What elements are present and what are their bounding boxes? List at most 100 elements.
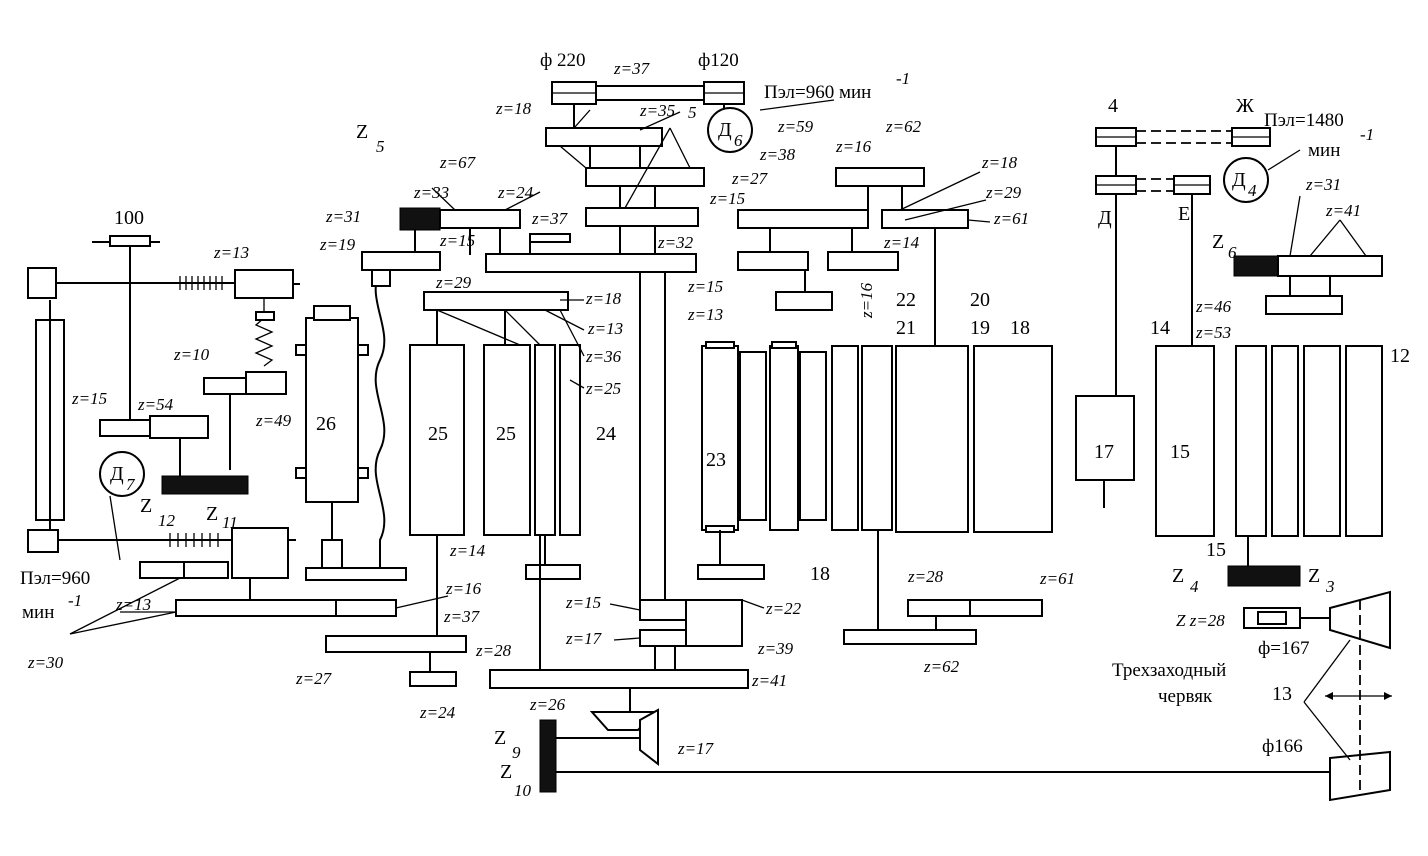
column-15 <box>1155 345 1215 537</box>
gear-z39: z=39 <box>757 639 794 658</box>
gear-z13-a: z=13 <box>587 319 623 338</box>
z12-sub: 12 <box>158 511 176 530</box>
gear-z15-c: z=15 <box>687 277 723 296</box>
gear-z41-bot: z=41 <box>751 671 787 690</box>
speed-960-left: Пэл=960 <box>20 568 90 589</box>
gear-z17-bot: z=17 <box>565 629 603 648</box>
z11-sub: 11 <box>222 513 238 532</box>
gear-z28-right: z=28 <box>907 567 944 586</box>
label-phi-220: ф 220 <box>540 50 586 71</box>
gear-z24-bot: z=24 <box>419 703 456 722</box>
gear-z31-b: z=31 <box>1305 175 1341 194</box>
speed-960-left-exp: -1 <box>68 591 82 610</box>
leader-lines <box>109 99 1367 761</box>
motor-d4-letter: Д <box>1232 169 1246 191</box>
gear-z29-b: z=29 <box>985 183 1022 202</box>
label-phi-120: ф120 <box>698 50 739 71</box>
z10-sub: 10 <box>514 781 532 800</box>
motor-d7-letter: Д <box>110 463 124 485</box>
gear-z59: z=59 <box>777 117 814 136</box>
gear-z29-a: z=29 <box>435 273 472 292</box>
gear-z19: z=19 <box>319 235 356 254</box>
speed-1480-unit: мин <box>1308 140 1340 161</box>
gear-z61-bot: z=61 <box>1039 569 1075 588</box>
gear-z22: z=22 <box>765 599 802 618</box>
column-24-b <box>559 344 581 536</box>
num-22: 22 <box>896 289 916 311</box>
column-21-a <box>799 351 827 521</box>
z6-sub: 6 <box>1228 243 1237 262</box>
gear-z54: z=54 <box>137 395 174 414</box>
top-nut <box>234 269 294 299</box>
cylinder-26 <box>295 305 407 581</box>
spring <box>254 298 274 367</box>
gear-z38: z=38 <box>759 145 796 164</box>
num-15-low: 15 <box>1206 539 1226 561</box>
num-15-col: 15 <box>1170 441 1190 463</box>
column-17 <box>1075 395 1135 481</box>
z5-sub: 5 <box>376 137 385 156</box>
speed-960-left-unit: мин <box>22 602 54 623</box>
speed-1480: Пэл=1480 <box>1264 110 1344 131</box>
motor-d4-sub: 4 <box>1248 181 1257 200</box>
left-mechanism <box>27 235 397 635</box>
zz28-label: Z z=28 <box>1176 611 1225 630</box>
num-23: 23 <box>706 449 726 471</box>
middle-left-shafts <box>325 233 697 687</box>
num-24: 24 <box>596 423 616 445</box>
z11-housing <box>231 527 289 579</box>
black-gear-left <box>161 475 249 495</box>
column-22-b <box>769 345 799 531</box>
gear-z15-b: z=15 <box>709 189 745 208</box>
label-phi-167: ф=167 <box>1258 638 1310 659</box>
motor-d6-sub: 6 <box>734 131 743 150</box>
column-14-a <box>1235 345 1267 537</box>
gear-z18-right: z=18 <box>981 153 1018 172</box>
gear-z49: z=49 <box>255 411 292 430</box>
z9-label: Z <box>494 727 506 749</box>
gear-z17-bevel: z=17 <box>677 739 715 758</box>
right-center-gearbox <box>697 167 1053 645</box>
gear-z25: z=25 <box>585 379 621 398</box>
top-screw <box>179 276 223 290</box>
gear-z13-left: z=13 <box>115 595 151 614</box>
z9-z10-black <box>539 719 557 793</box>
gear-z33: z=33 <box>413 183 449 202</box>
num-21: 21 <box>896 317 916 339</box>
column-25-b <box>483 344 531 536</box>
gear-z62-bot: z=62 <box>923 657 960 676</box>
column-25-a <box>409 344 465 536</box>
gear-z14-b: z=14 <box>449 541 486 560</box>
num-18: 18 <box>1010 317 1030 339</box>
speed-960-top-exp: -1 <box>896 69 910 88</box>
z4-label: Z <box>1172 565 1184 587</box>
num-D: Д <box>1098 207 1112 229</box>
gear-z18-b: z=18 <box>585 289 622 308</box>
column-14-b <box>1271 345 1299 537</box>
top-belt-drive <box>545 81 753 600</box>
gear-z31-a: z=31 <box>325 207 361 226</box>
worm-line-1: Трехзаходный <box>1112 660 1226 681</box>
middle-bottom-gears <box>489 535 1330 793</box>
motor-d6-letter: Д <box>718 119 732 141</box>
gear-z36: z=36 <box>585 347 622 366</box>
gear-z41-top: z=41 <box>1325 201 1361 220</box>
z9-sub: 9 <box>512 743 521 762</box>
num-25-b: 25 <box>496 423 516 445</box>
gear-z32: z=32 <box>657 233 694 252</box>
num-13: 13 <box>1272 683 1292 705</box>
z3-z4-black <box>1227 565 1301 587</box>
num-12: 12 <box>1390 345 1410 367</box>
speed-1480-exp: -1 <box>1360 125 1374 144</box>
z5-gear-group <box>399 207 521 255</box>
z5-label: Z <box>356 121 368 143</box>
z3-sub: 3 <box>1325 577 1335 596</box>
motor-d6 <box>707 107 753 153</box>
z6-label: Z <box>1212 231 1224 253</box>
worm-line-2: червяк <box>1158 686 1213 707</box>
gear-z28-mid: z=28 <box>475 641 512 660</box>
column-21-b <box>831 345 859 531</box>
motor-d7-sub: 7 <box>126 475 136 494</box>
gear-five: 5 <box>688 103 697 122</box>
num-20: 20 <box>970 289 990 311</box>
